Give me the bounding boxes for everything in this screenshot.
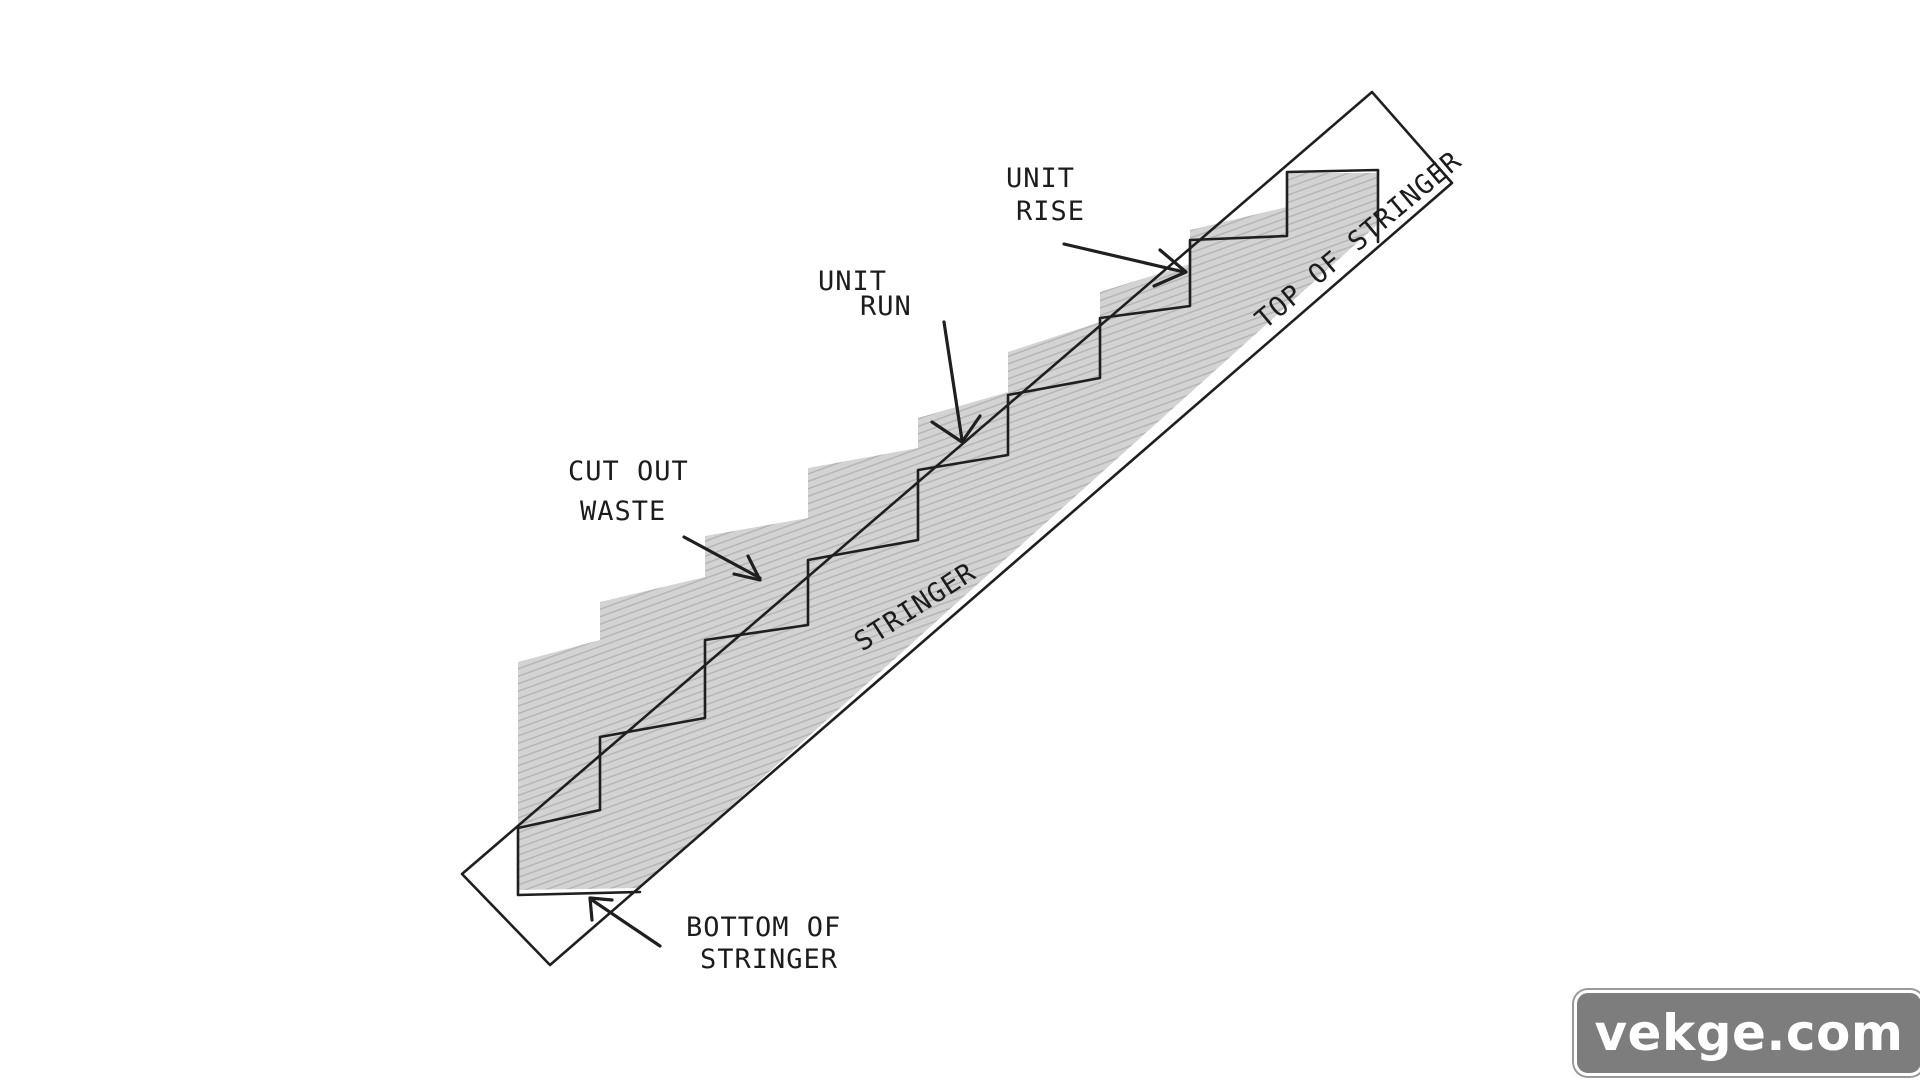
bottom-of-stringer-label-line2: STRINGER <box>700 944 838 975</box>
board-outline <box>460 90 1454 967</box>
unit-rise-arrow <box>1062 242 1188 288</box>
step-cut-line <box>516 168 1380 830</box>
bottom-of-stringer-arrow <box>588 896 662 948</box>
watermark-badge: vekge.com <box>1574 990 1920 1076</box>
unit-run-label-line1: UNIT <box>818 266 887 297</box>
bottom-seat-line <box>516 826 642 897</box>
stringer-shading <box>518 173 1378 890</box>
unit-rise-label-line2: RISE <box>1016 196 1085 227</box>
cut-out-waste-arrow <box>682 535 762 582</box>
cut-out-waste-label-line2: WASTE <box>580 496 666 527</box>
unit-run-arrow <box>930 320 982 444</box>
cut-out-waste-label-line1: CUT OUT <box>568 456 689 487</box>
unit-rise-label-line1: UNIT <box>1006 163 1075 194</box>
unit-run-label-line2: RUN <box>860 291 912 322</box>
bottom-of-stringer-label-line1: BOTTOM OF <box>686 912 841 943</box>
